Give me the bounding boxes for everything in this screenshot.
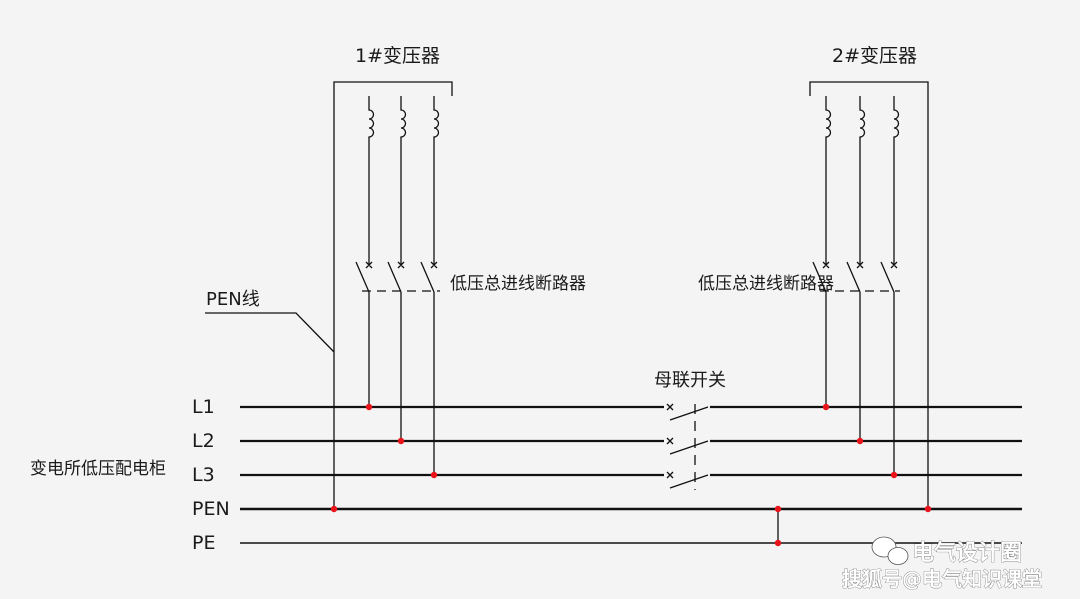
transformer-2-frame	[809, 81, 929, 509]
bus-label-pe: PE	[192, 532, 215, 554]
node-t1-pen	[330, 505, 338, 513]
transformer-1-breaker-marks	[365, 261, 438, 269]
node-t2-l3	[890, 471, 898, 479]
pen-line-label: PEN线	[206, 289, 260, 310]
transformer-2-winding-l1	[825, 96, 832, 265]
transformer-2-winding-l3	[893, 96, 900, 265]
transformer-2-breaker-label: 低压总进线断路器	[698, 274, 834, 294]
transformer-1-frame	[333, 81, 453, 352]
node-t2-l1	[822, 403, 830, 411]
node-t2-pen	[924, 505, 932, 513]
transformer-1-breaker-blades	[355, 261, 435, 293]
bus-label-l1: L1	[192, 396, 215, 418]
node-t2-l2	[856, 437, 864, 445]
node-pe-link	[774, 539, 782, 547]
tie-switch-blades	[669, 406, 709, 489]
transformer-2-label: 2#变压器	[832, 45, 917, 67]
transformer-2-feeders	[825, 292, 895, 475]
node-pen-link	[774, 505, 782, 513]
node-t1-l2	[397, 437, 405, 445]
node-t1-l1	[365, 403, 373, 411]
pen-line-leader	[205, 312, 335, 353]
transformer-1-winding-l3	[433, 96, 440, 265]
bus-label-l3: L3	[192, 464, 215, 486]
transformer-1-winding-l1	[368, 96, 375, 265]
wechat-icon	[871, 536, 909, 565]
watermark-line2: 搜狐号@电气知识课堂	[842, 567, 1042, 591]
transformer-1-feeders	[368, 292, 435, 475]
transformer-1-breaker-label: 低压总进线断路器	[450, 274, 586, 294]
transformer-1-winding-l2	[400, 96, 407, 265]
connection-nodes	[330, 403, 932, 547]
transformer-2-breaker-blades	[812, 261, 895, 293]
node-t1-l3	[430, 471, 438, 479]
watermark: 电气设计圈 搜狐号@电气知识课堂	[842, 536, 1042, 591]
tie-switch-marks	[666, 403, 674, 479]
transformer-1-label: 1#变压器	[355, 45, 440, 67]
bus-label-pen: PEN	[192, 498, 230, 520]
tie-switch-label: 母联开关	[654, 370, 726, 391]
bus-label-l2: L2	[192, 430, 215, 452]
diagram-wiring	[205, 81, 1022, 544]
cabinet-label: 变电所低压配电柜	[30, 459, 166, 479]
transformer-2-winding-l2	[859, 96, 866, 265]
watermark-line1: 电气设计圈	[912, 540, 1022, 566]
transformer-2-breaker-marks	[822, 261, 898, 269]
